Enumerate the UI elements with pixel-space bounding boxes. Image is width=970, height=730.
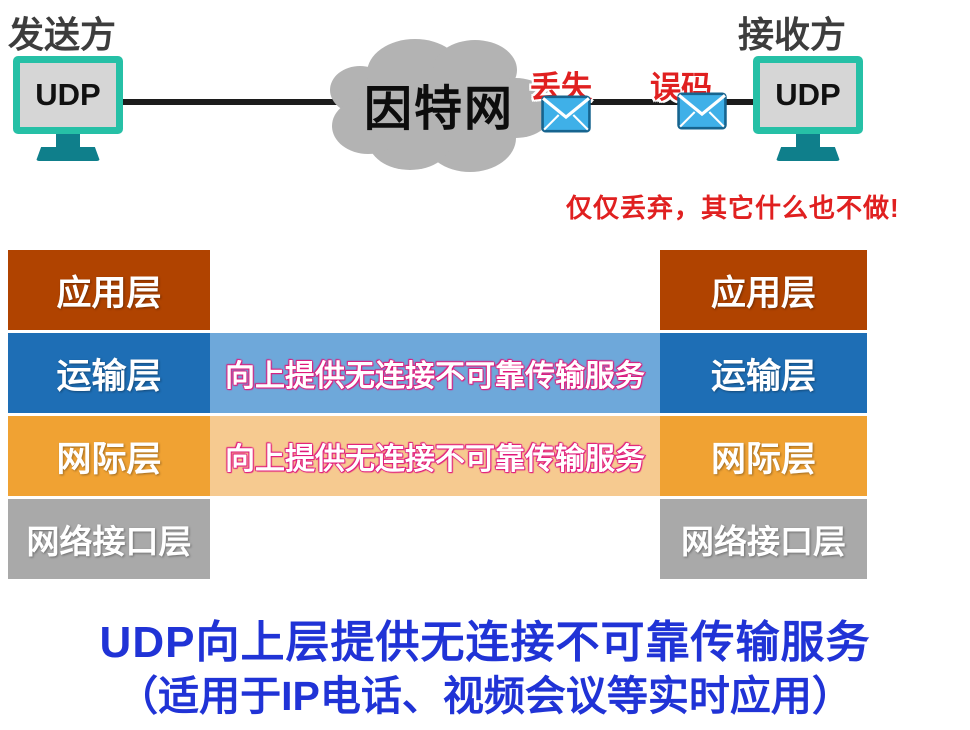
layer-application-right: 应用层: [660, 250, 867, 330]
layer-transport-left: 运输层: [8, 333, 210, 413]
discard-note: 仅仅丢弃，其它什么也不做!: [566, 193, 900, 223]
layer-internet-left: 网际层: [8, 416, 210, 496]
sender-computer: UDP: [12, 56, 124, 161]
internet-service-band-text: 向上提供无连接不可靠传输服务: [224, 442, 645, 476]
layer-transport-right: 运输层: [660, 333, 867, 413]
monitor-icon: UDP: [753, 56, 863, 134]
monitor-stand-neck: [56, 134, 80, 147]
monitor-stand-neck: [796, 134, 820, 147]
receiver-label: 接收方: [738, 14, 847, 55]
transport-service-band: 向上提供无连接不可靠传输服务: [210, 333, 660, 413]
internet-cloud: 因特网: [320, 28, 558, 180]
receiver-computer: UDP: [752, 56, 864, 161]
udp-label-receiver: UDP: [775, 77, 841, 112]
caption-line2: （适用于IP电话、视频会议等实时应用）: [117, 673, 853, 719]
cloud-icon: [330, 39, 554, 172]
caption-line1: UDP向上层提供无连接不可靠传输服务: [99, 618, 871, 667]
udp-label-sender: UDP: [35, 77, 101, 112]
monitor-icon: UDP: [13, 56, 123, 134]
transport-service-band-text: 向上提供无连接不可靠传输服务: [224, 359, 645, 393]
internet-label: 因特网: [363, 83, 514, 136]
monitor-stand-base: [776, 147, 840, 161]
internet-service-band: 向上提供无连接不可靠传输服务: [210, 416, 660, 496]
layer-network-interface-right: 网络接口层: [660, 499, 867, 579]
lost-envelope-icon: [541, 95, 591, 133]
layer-internet-right: 网际层: [660, 416, 867, 496]
corrupt-envelope-icon: [677, 92, 727, 130]
layer-application-left: 应用层: [8, 250, 210, 330]
monitor-stand-base: [36, 147, 100, 161]
layer-network-interface-left: 网络接口层: [8, 499, 210, 579]
sender-label: 发送方: [8, 14, 117, 55]
